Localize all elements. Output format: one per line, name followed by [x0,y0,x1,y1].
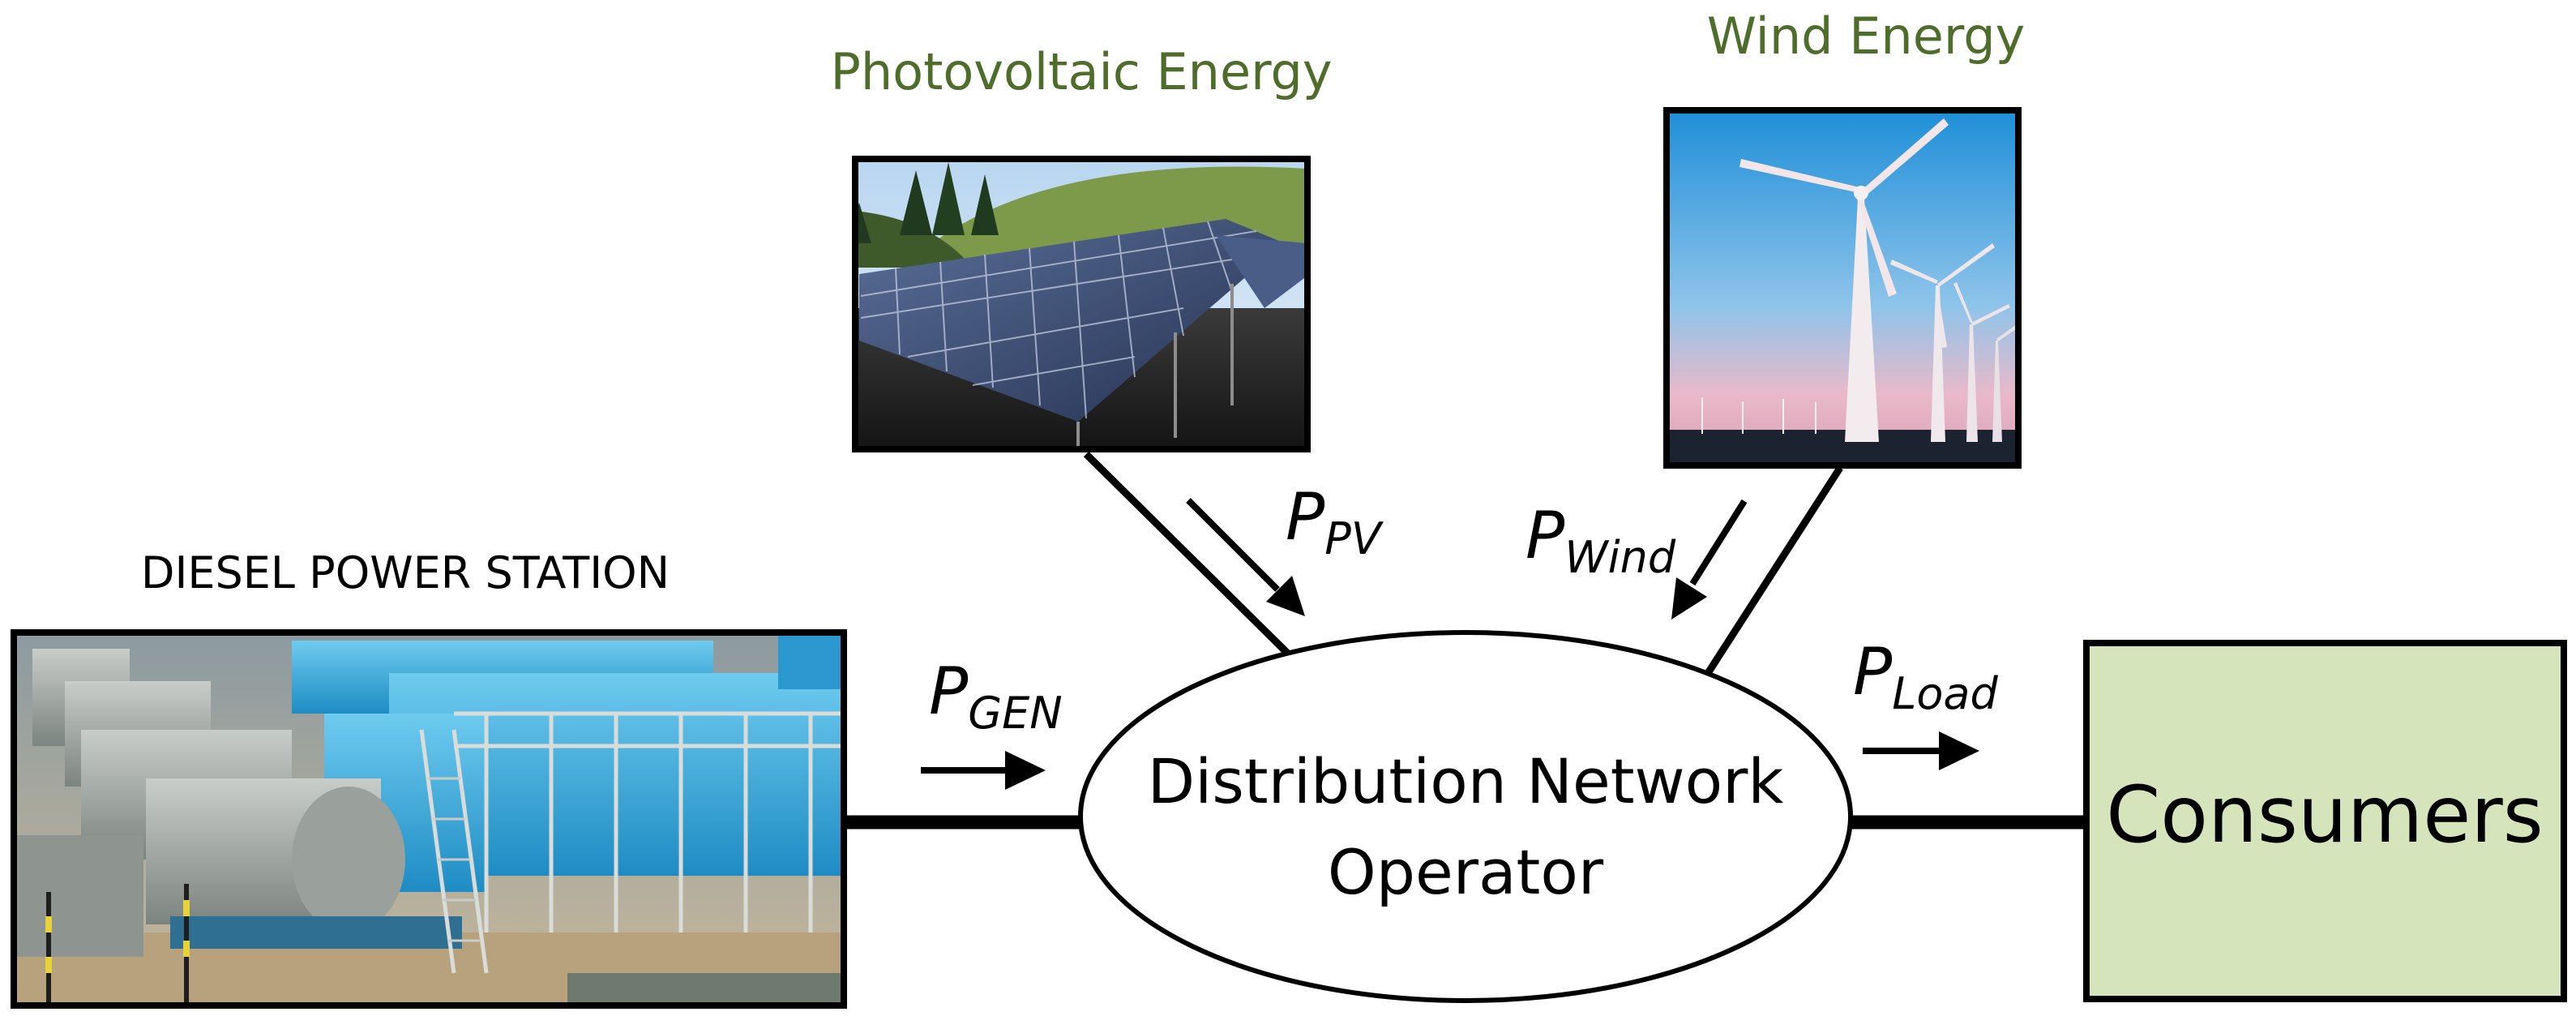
diesel-generator-photo [14,632,844,1005]
arrow-wind [1671,499,1748,620]
line-pv-to-operator [1083,451,1299,664]
operator-label-line1: Distribution Network [1148,745,1784,817]
arrow-gen [921,751,1046,790]
consumers-label: Consumers [2106,770,2544,860]
arrow-pv [1186,498,1305,616]
solar-panel-photo [855,159,1307,449]
consumers-box [2083,640,2567,1002]
connection-lines [845,451,2085,830]
diesel-generator-photo-frame [11,629,847,1009]
solar-panel-photo-frame [852,156,1311,452]
arrow-load [1863,731,1979,770]
photovoltaic-title: Photovoltaic Energy [830,42,1332,101]
p-load-label: PLoad [1853,634,1998,719]
p-gen-label: PGEN [929,654,1063,739]
wind-turbine-photo-frame [1663,107,2022,469]
flow-arrows [921,498,1979,790]
operator-ellipse [1078,630,1853,1003]
diesel-title: DIESEL POWER STATION [141,547,670,598]
wind-turbine-photo [1667,110,2018,465]
operator-label-line2: Operator [1328,836,1604,908]
wind-title: Wind Energy [1707,6,2026,66]
p-pv-label: PPV [1286,479,1384,564]
line-wind-to-operator [1701,465,1843,682]
p-wind-label: PWind [1525,498,1676,583]
